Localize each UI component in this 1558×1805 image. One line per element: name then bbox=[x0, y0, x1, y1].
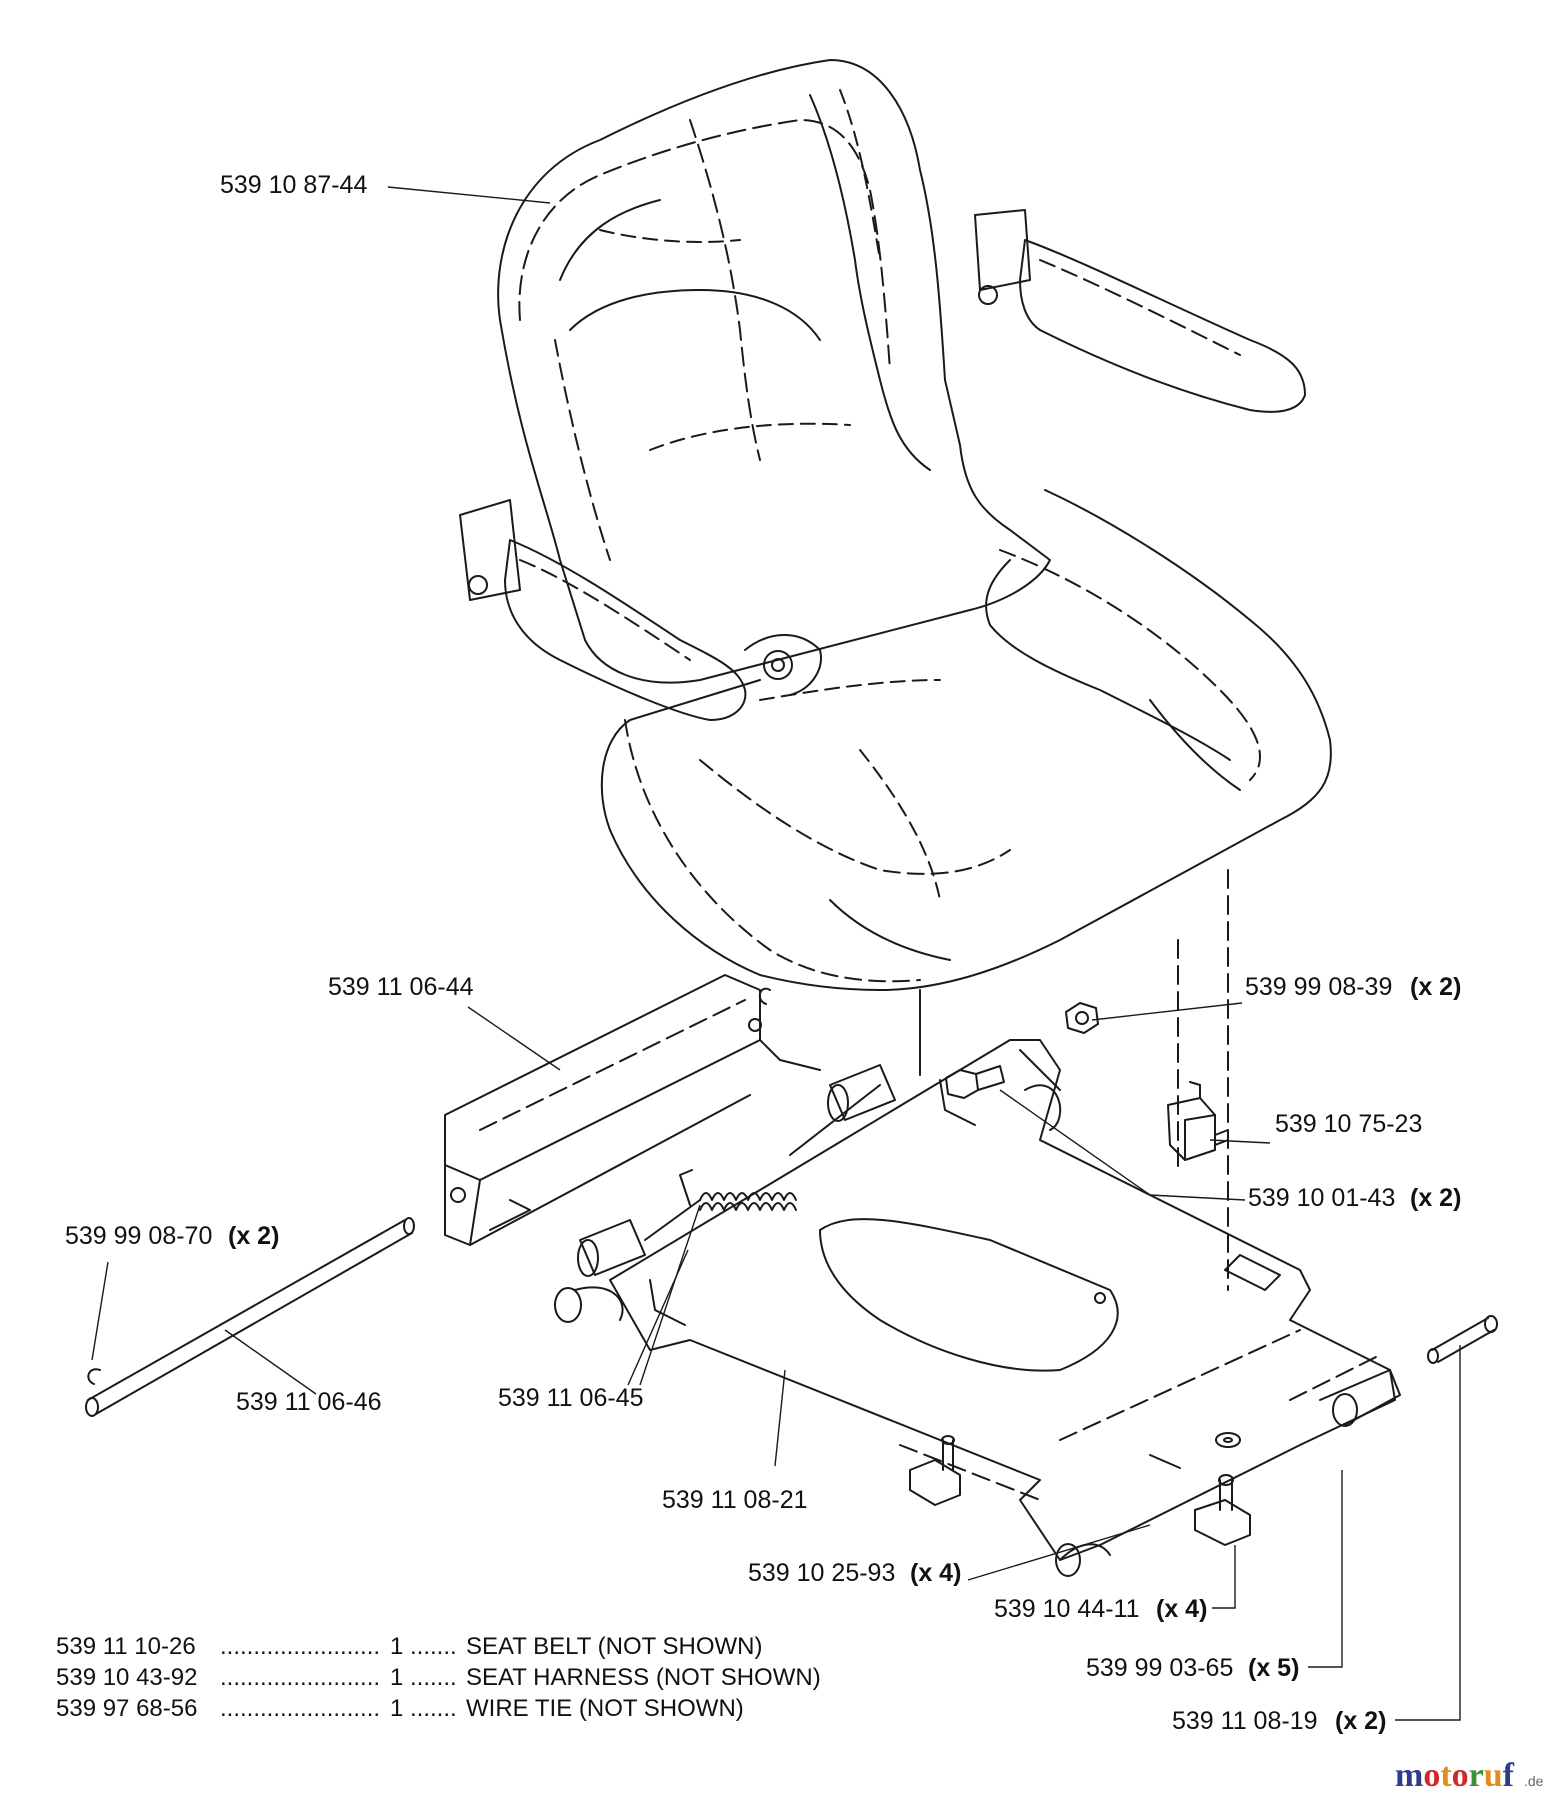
svg-text:1: 1 bbox=[390, 1633, 403, 1660]
svg-text:SEAT HARNESS (NOT SHOWN): SEAT HARNESS (NOT SHOWN) bbox=[466, 1664, 821, 1691]
svg-text:.......: ....... bbox=[410, 1695, 457, 1722]
hinge-bracket-drawing bbox=[444, 974, 821, 1246]
svg-text:........................: ........................ bbox=[220, 1633, 380, 1660]
callout-seat-part: 539 10 87-44 bbox=[220, 171, 367, 199]
callout-knob-qty: (x 4) bbox=[1156, 1595, 1207, 1623]
hex-bolt bbox=[945, 1065, 1005, 1099]
seat-backrest bbox=[497, 59, 1051, 684]
callout-e-clip-qty: (x 2) bbox=[228, 1222, 279, 1250]
e-clip-top bbox=[758, 987, 771, 1005]
spacer-tubes bbox=[577, 1064, 896, 1277]
svg-text:1: 1 bbox=[390, 1695, 403, 1722]
callout-nut-top-part: 539 99 08-39 bbox=[1245, 973, 1392, 1001]
left-armrest bbox=[459, 499, 822, 721]
cotter-pin-drawing bbox=[1149, 1454, 1181, 1469]
watermark-brand: motoruf bbox=[1395, 1757, 1515, 1794]
callout-hinge-pin-qty: (x 2) bbox=[1335, 1707, 1386, 1735]
svg-text:WIRE TIE (NOT SHOWN): WIRE TIE (NOT SHOWN) bbox=[466, 1695, 744, 1722]
callout-seat-pan-part: 539 11 08-21 bbox=[662, 1486, 808, 1514]
pan-stud-top bbox=[939, 1079, 976, 1126]
svg-text:539 10 43-92: 539 10 43-92 bbox=[56, 1664, 197, 1691]
e-clip-left bbox=[87, 1368, 101, 1385]
watermark-logo: motoruf .de bbox=[1395, 1757, 1544, 1794]
callout-cotter-pin-qty: (x 5) bbox=[1248, 1654, 1299, 1682]
hex-nut-top bbox=[1065, 1002, 1099, 1034]
callout-hinge-pin-part: 539 11 08-19 bbox=[1172, 1707, 1318, 1735]
knob-right bbox=[1194, 1474, 1251, 1546]
hinge-pin-drawing bbox=[1427, 1315, 1498, 1364]
callout-e-clip-part: 539 99 08-70 bbox=[65, 1222, 212, 1250]
svg-text:1: 1 bbox=[390, 1664, 403, 1691]
callout-spacer-bolt-qty: (x 2) bbox=[1410, 1184, 1461, 1212]
svg-text:.......: ....... bbox=[410, 1633, 457, 1660]
svg-text:.......: ....... bbox=[410, 1664, 457, 1691]
callout-nut-top-qty: (x 2) bbox=[1410, 973, 1461, 1001]
pan-stud-left bbox=[649, 1279, 686, 1326]
knob-left bbox=[909, 1435, 961, 1506]
watermark-suffix: .de bbox=[1524, 1773, 1544, 1789]
svg-text:539 11 10-26: 539 11 10-26 bbox=[56, 1633, 196, 1660]
callout-pivot-rod-part: 539 11 06-46 bbox=[236, 1388, 382, 1416]
callout-hinge-bracket-part: 539 11 06-44 bbox=[328, 973, 474, 1001]
pivot-rod-drawing bbox=[85, 1217, 415, 1417]
callout-labels: 539 10 87-44 539 11 06-44 539 99 08-39 (… bbox=[65, 171, 1461, 1735]
callout-carriage-bolt-qty: (x 4) bbox=[910, 1559, 961, 1587]
callout-knob-part: 539 10 44-11 bbox=[994, 1595, 1140, 1623]
svg-text:........................: ........................ bbox=[220, 1664, 380, 1691]
svg-text:SEAT BELT (NOT SHOWN): SEAT BELT (NOT SHOWN) bbox=[466, 1633, 762, 1660]
tension-spring bbox=[679, 1169, 797, 1211]
callout-carriage-bolt-part: 539 10 25-93 bbox=[748, 1559, 895, 1587]
seat-pan-drawing bbox=[609, 1039, 1401, 1577]
list-item: 539 97 68-56 ........................ 1 … bbox=[56, 1695, 744, 1722]
pan-nut-left bbox=[554, 1287, 582, 1323]
callout-spring-part: 539 11 06-45 bbox=[498, 1384, 644, 1412]
list-item: 539 10 43-92 ........................ 1 … bbox=[56, 1664, 821, 1691]
callout-cotter-pin-part: 539 99 03-65 bbox=[1086, 1654, 1233, 1682]
list-item: 539 11 10-26 ........................ 1 … bbox=[56, 1633, 762, 1660]
not-shown-parts-list: 539 11 10-26 ........................ 1 … bbox=[56, 1633, 821, 1722]
svg-text:........................: ........................ bbox=[220, 1695, 380, 1722]
callout-spacer-bolt-part: 539 10 01-43 bbox=[1248, 1184, 1395, 1212]
svg-text:539 97 68-56: 539 97 68-56 bbox=[56, 1695, 197, 1722]
callout-seat-switch-part: 539 10 75-23 bbox=[1275, 1110, 1422, 1138]
leader-lines bbox=[91, 186, 1461, 1721]
flat-washer bbox=[1215, 1432, 1241, 1448]
seat-cushion bbox=[600, 489, 1332, 991]
right-armrest bbox=[974, 209, 1306, 413]
